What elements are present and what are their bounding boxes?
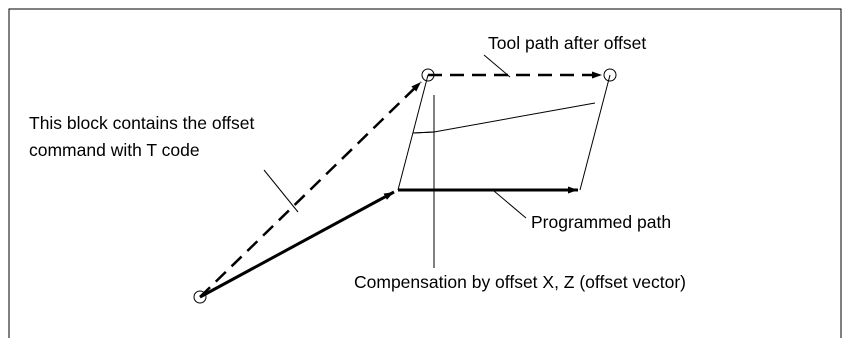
- compensation-label: Compensation by offset X, Z (offset vect…: [354, 272, 686, 292]
- programmed-path-leader: [493, 190, 527, 219]
- programmed-path-first-move: [199, 190, 395, 299]
- offset-vector-midline-b: [433, 102, 596, 133]
- tool-path-first-move: [199, 81, 422, 298]
- tool-position-start: [193, 290, 207, 304]
- block-label-line1: This block contains the offset: [29, 113, 254, 133]
- frame-border: [8, 8, 842, 338]
- block-label-line2: command with T code: [29, 140, 200, 160]
- offset-vector-right: [579, 74, 611, 191]
- tool-path-label: Tool path after offset: [488, 33, 646, 53]
- tool-position-offset-1: [421, 68, 435, 82]
- tool-position-offset-2: [603, 68, 617, 82]
- offset-vector-notch: [412, 131, 435, 134]
- tool-path-leader: [483, 54, 511, 78]
- programmed-path-label: Programmed path: [531, 212, 671, 232]
- block-leader: [263, 169, 299, 213]
